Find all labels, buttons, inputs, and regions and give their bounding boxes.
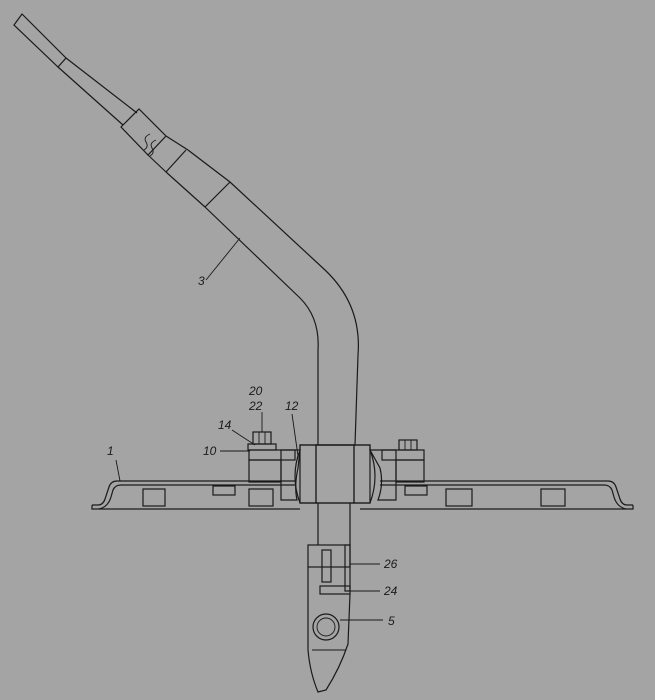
- label-tip: 5: [388, 614, 395, 628]
- label-cap: 14: [218, 418, 232, 432]
- lever-shaft: [13, 13, 359, 446]
- label-nut: 20: [248, 384, 263, 398]
- label-housing: 10: [203, 444, 217, 458]
- lower-shaft: [307, 503, 351, 693]
- label-bushing: 24: [383, 584, 398, 598]
- label-washer: 22: [248, 399, 263, 413]
- base-plate: [91, 480, 634, 510]
- label-lever: 3: [198, 274, 205, 288]
- label-ball: 12: [285, 399, 299, 413]
- leader-lines: [115, 237, 383, 621]
- label-plate: 1: [107, 444, 114, 458]
- callout-labels: 3 1 20 22 12 14 10 26 24 5: [107, 274, 398, 628]
- label-pin: 26: [383, 557, 398, 571]
- ball-joint-housing: [247, 431, 425, 504]
